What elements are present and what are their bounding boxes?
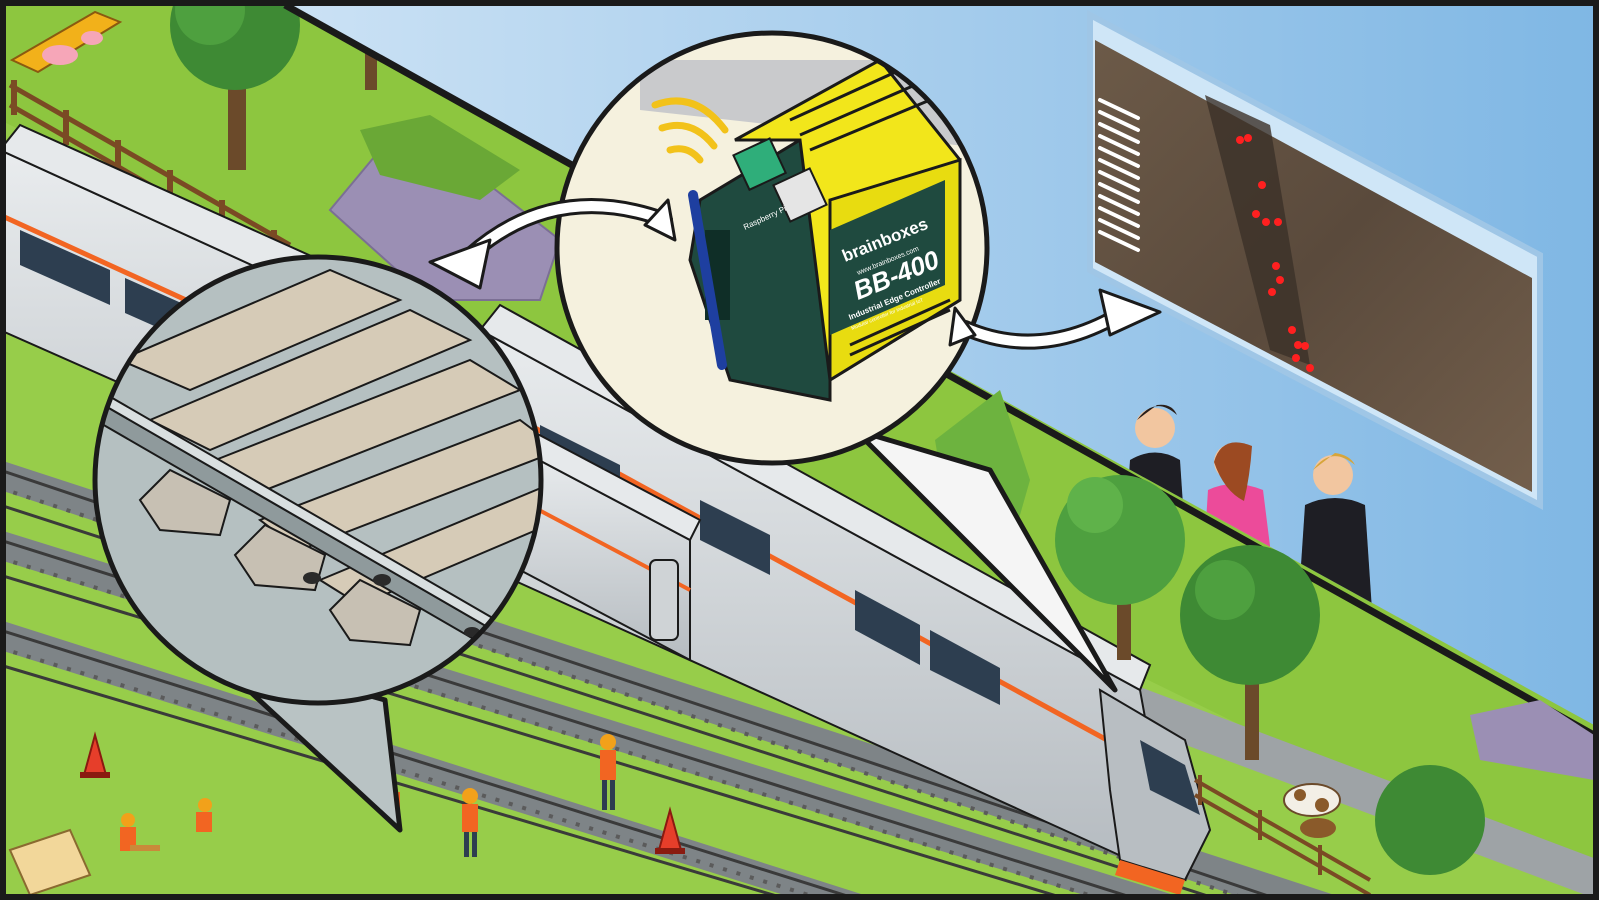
- defect-markers: [1236, 134, 1314, 372]
- traffic-cone-icon: [80, 731, 685, 854]
- track-zoom-bubble: [92, 254, 544, 833]
- data-arrow-left: [428, 198, 677, 290]
- antenna-icon: [688, 190, 727, 370]
- device-bubble: brainboxes www.brainboxes.com BB-400 Ind…: [554, 30, 1118, 693]
- fence-bottom: [1194, 775, 1371, 897]
- screen-menu: [1098, 98, 1140, 252]
- wifi-icon: [651, 97, 729, 164]
- monitor-screen: [1087, 10, 1543, 510]
- tree-top: [170, 0, 300, 170]
- pig-icon: [9, 10, 123, 74]
- cow-icon: [1283, 783, 1341, 838]
- data-arrow-right: [948, 288, 1162, 350]
